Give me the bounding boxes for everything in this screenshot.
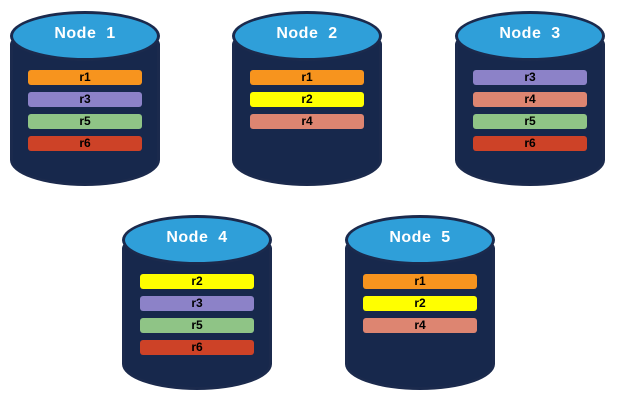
cylinder-top-ellipse (345, 215, 495, 265)
record-bar-r6[interactable]: r6 (28, 136, 142, 151)
record-list: r1 r3 r5 r6 (28, 70, 142, 158)
node-title: Node 1 (54, 25, 116, 42)
node-title: Node 4 (166, 229, 228, 246)
record-bar-r3[interactable]: r3 (473, 70, 587, 85)
record-list: r1 r2 r4 (363, 274, 477, 340)
record-list: r3 r4 r5 r6 (473, 70, 587, 158)
record-bar-r3[interactable]: r3 (28, 92, 142, 107)
record-list: r1 r2 r4 (250, 70, 364, 136)
database-node-3[interactable]: Node 3 r3 r4 r5 r6 (455, 8, 605, 186)
record-bar-r4[interactable]: r4 (473, 92, 587, 107)
record-bar-r4[interactable]: r4 (250, 114, 364, 129)
record-bar-r2[interactable]: r2 (250, 92, 364, 107)
node-title: Node 3 (499, 25, 561, 42)
cylinder-top-ellipse (455, 11, 605, 61)
node-title: Node 2 (276, 25, 338, 42)
record-bar-r6[interactable]: r6 (140, 340, 254, 355)
database-node-1[interactable]: Node 1 r1 r3 r5 r6 (10, 8, 160, 186)
record-bar-r6[interactable]: r6 (473, 136, 587, 151)
cylinder-top-ellipse (232, 11, 382, 61)
record-bar-r5[interactable]: r5 (140, 318, 254, 333)
database-node-4[interactable]: Node 4 r2 r3 r5 r6 (122, 212, 272, 390)
node-title: Node 5 (389, 229, 451, 246)
record-bar-r3[interactable]: r3 (140, 296, 254, 311)
record-bar-r1[interactable]: r1 (28, 70, 142, 85)
record-bar-r2[interactable]: r2 (363, 296, 477, 311)
cylinder-top-ellipse (10, 11, 160, 61)
database-node-5[interactable]: Node 5 r1 r2 r4 (345, 212, 495, 390)
cylinder-top-ellipse (122, 215, 272, 265)
record-bar-r5[interactable]: r5 (473, 114, 587, 129)
record-bar-r4[interactable]: r4 (363, 318, 477, 333)
record-bar-r5[interactable]: r5 (28, 114, 142, 129)
record-bar-r2[interactable]: r2 (140, 274, 254, 289)
record-bar-r1[interactable]: r1 (250, 70, 364, 85)
database-node-2[interactable]: Node 2 r1 r2 r4 (232, 8, 382, 186)
record-bar-r1[interactable]: r1 (363, 274, 477, 289)
record-list: r2 r3 r5 r6 (140, 274, 254, 362)
